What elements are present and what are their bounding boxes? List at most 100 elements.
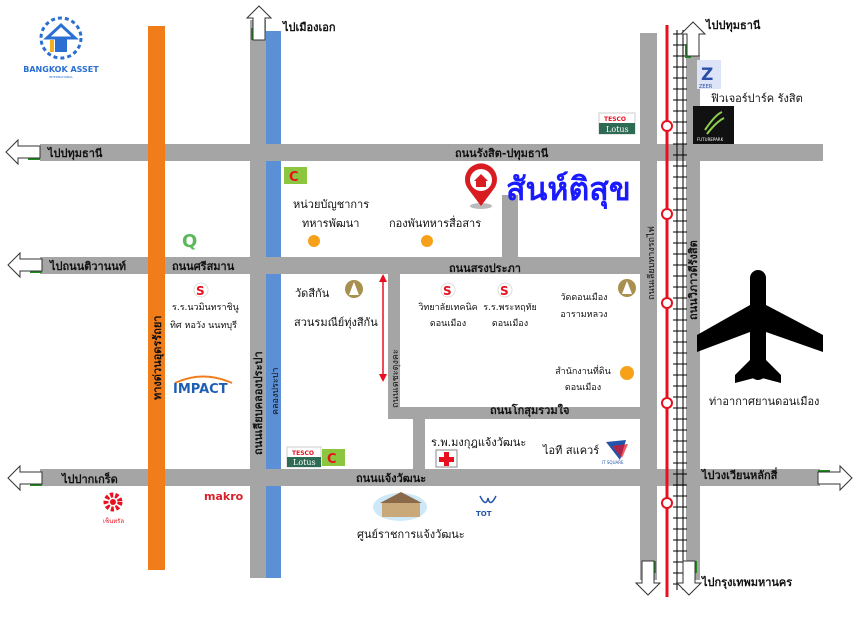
expressway xyxy=(148,26,165,570)
label-song-prapha: ถนนสรงประภา xyxy=(449,262,521,275)
arrow-right-icon xyxy=(817,465,853,491)
station-icon xyxy=(661,297,673,309)
road-kosum-link xyxy=(413,419,425,469)
label-vibhavadi: ถนนวิภาวดีรังสิต xyxy=(687,240,700,320)
direction-pathum-left: ไปปทุมธานี xyxy=(46,146,103,161)
road-rangsit-pathum xyxy=(40,144,823,161)
arrow-down-icon xyxy=(676,560,702,596)
central-logo: เซ็นทรัล xyxy=(103,492,124,525)
label-future-park: ฟิวเจอร์ปาร์ค รังสิต xyxy=(711,92,803,105)
railway xyxy=(673,30,687,590)
project-title: สันห์ติสุข xyxy=(506,170,631,210)
label-wat-don-mueang-1: วัดดอนเมือง xyxy=(560,292,607,303)
road-kosum xyxy=(388,407,640,419)
label-chaeng-watthana: ถนนแจ้งวัฒนะ xyxy=(356,472,426,485)
school-icon: S xyxy=(440,282,456,298)
landmark-dot-icon xyxy=(308,235,320,247)
svg-text:S: S xyxy=(443,284,452,298)
svg-text:C: C xyxy=(289,170,299,185)
label-school-phra-2: ดอนเมือง xyxy=(492,318,528,329)
road-liap-rail xyxy=(640,33,657,580)
svg-text:S: S xyxy=(500,284,509,298)
arrow-up-icon xyxy=(246,5,272,41)
label-wat-si-kan: วัดสีกัน xyxy=(295,287,330,300)
label-decha: ถนนเดชะตุงคะ xyxy=(391,349,401,408)
label-tech-2: ดอนเมือง xyxy=(430,318,466,329)
label-park: สวนรมณีย์ทุ่งสีกัน xyxy=(294,316,378,329)
svg-text:makro: makro xyxy=(204,490,244,503)
roads xyxy=(40,20,823,580)
label-land-office-2: ดอนเมือง xyxy=(565,382,601,393)
arrow-left-icon xyxy=(5,139,41,165)
canal xyxy=(266,31,281,578)
road-soi xyxy=(502,195,518,257)
makro-logo: makro xyxy=(204,490,244,503)
logo-sub: INTERNATIONAL xyxy=(49,75,73,79)
label-gov-center: ศูนย์ราชการแจ้งวัฒนะ xyxy=(357,528,465,541)
bigc-logo: C xyxy=(284,167,307,185)
station-icon xyxy=(661,497,673,509)
svg-text:TESCO: TESCO xyxy=(292,450,314,457)
label-school-nawamin-1: ร.ร.นวมินทราชินู xyxy=(172,302,239,313)
arrow-down-icon xyxy=(635,560,661,596)
road-liap-khlong-prapa xyxy=(250,20,266,578)
direction-lak-si: ไปวงเวียนหลักสี่ xyxy=(700,467,778,482)
svg-text:Lotus: Lotus xyxy=(606,125,629,134)
label-liap-rail: ถนนเลียบทางรถไฟ xyxy=(646,226,657,300)
station-icon xyxy=(661,397,673,409)
school-icon: S xyxy=(193,282,209,298)
label-airport: ท่าอากาศยานดอนเมือง xyxy=(709,395,819,408)
government-center-icon xyxy=(373,492,427,521)
train-stations xyxy=(661,120,673,509)
temple-icon xyxy=(618,279,636,297)
station-icon xyxy=(661,208,673,220)
svg-text:IMPACT: IMPACT xyxy=(173,382,228,397)
future-park-logo: FUTUREPARK xyxy=(693,106,734,144)
road-chaeng-watthana xyxy=(40,469,820,486)
label-signal-battalion: กองพันทหารสื่อสาร xyxy=(389,215,481,230)
hospital-cross-icon xyxy=(435,449,458,468)
arrow-left-icon xyxy=(7,465,43,491)
label-khlong-prapa: คลองประปา xyxy=(271,368,281,415)
svg-text:FUTUREPARK: FUTUREPARK xyxy=(697,137,724,142)
label-land-office-1: สำนักงานที่ดิน xyxy=(555,364,611,377)
svg-text:TOT: TOT xyxy=(476,510,492,518)
svg-text:Z: Z xyxy=(701,65,713,85)
label-hospital: ร.พ.มงกุฎแจ้งวัฒนะ xyxy=(431,436,526,449)
label-school-nawamin-2: ทิศ หอวัง นนทบุรี xyxy=(170,320,237,331)
svg-text:Q: Q xyxy=(182,231,197,252)
impact-logo: IMPACT xyxy=(173,375,233,397)
temple-icon xyxy=(345,280,363,298)
label-tech-1: วิทยาลัยเทคนิค xyxy=(418,302,477,313)
road-decha xyxy=(388,274,400,410)
label-military-dev-1: หน่วยบัญชาการ xyxy=(293,198,369,211)
station-icon xyxy=(661,120,673,132)
school-icon: S xyxy=(497,282,513,298)
landmark-dot-icon xyxy=(620,366,634,380)
svg-text:IT SQUARE: IT SQUARE xyxy=(602,460,624,465)
label-expressway: ทางด่วนอุดรรัถยา xyxy=(151,316,165,401)
bigc-logo: C xyxy=(322,449,345,467)
label-school-phra-1: ร.ร.พระหฤทัย xyxy=(483,303,537,313)
location-pin-icon xyxy=(464,163,497,209)
it-square-logo: IT SQUARE xyxy=(602,440,628,465)
label-wat-don-mueang-2: อารามหลวง xyxy=(560,310,607,320)
quality-house-logo: Q xyxy=(181,230,201,252)
airplane-icon xyxy=(697,270,823,383)
label-liap-khlong-prapa: ถนนเลียบคลองประปา xyxy=(252,351,265,455)
svg-text:Lotus: Lotus xyxy=(293,458,316,467)
label-kosum: ถนนโกสุมรวมใจ xyxy=(490,403,569,418)
road-sri-saman xyxy=(40,257,640,274)
direction-mueang-ake: ไปเมืองเอก xyxy=(281,20,336,34)
tot-logo: TOT xyxy=(476,495,497,518)
label-sri-saman: ถนนศรีสมาน xyxy=(172,260,235,273)
logo-name: BANGKOK ASSET xyxy=(23,65,99,74)
road-vibhavadi xyxy=(686,55,700,580)
distance-arrow xyxy=(379,274,387,382)
direction-pathum-right: ไปปทุมธานี xyxy=(704,18,761,33)
svg-text:C: C xyxy=(327,452,337,467)
